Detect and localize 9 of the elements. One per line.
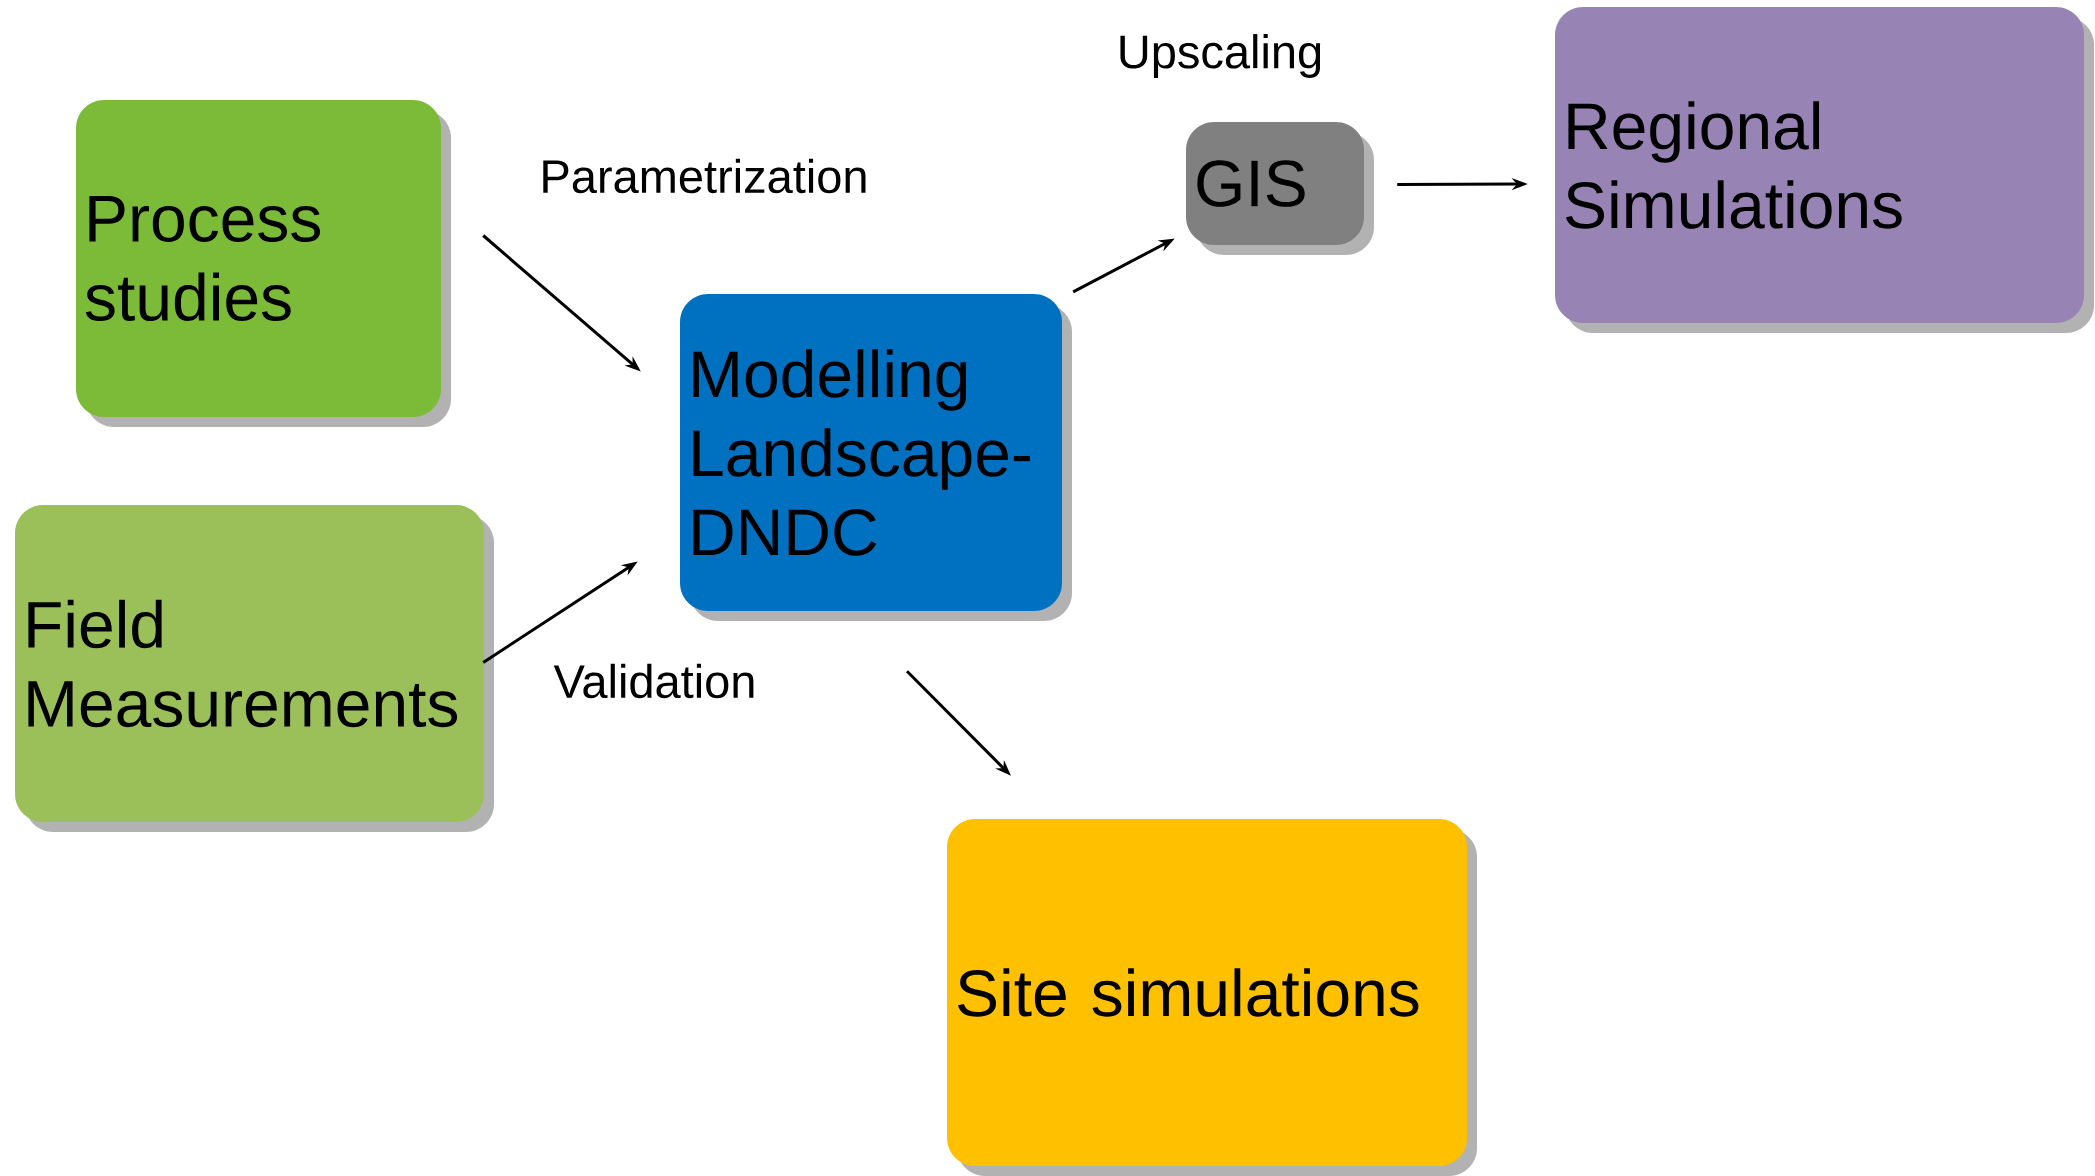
process-box: GIS (1186, 122, 1374, 255)
edge-label: Parametrization (537, 156, 871, 196)
process-box: Process studies (76, 100, 451, 427)
process-box: Site simulations (947, 819, 1477, 1176)
note-label: Upscaling (1120, 34, 1321, 78)
edge-label: Validation (551, 661, 759, 701)
process-box: Regional Simulations (1555, 7, 2094, 333)
process-box: Modelling Landscape-DNDC (680, 294, 1072, 621)
process-box: Field Measurements (15, 505, 494, 832)
